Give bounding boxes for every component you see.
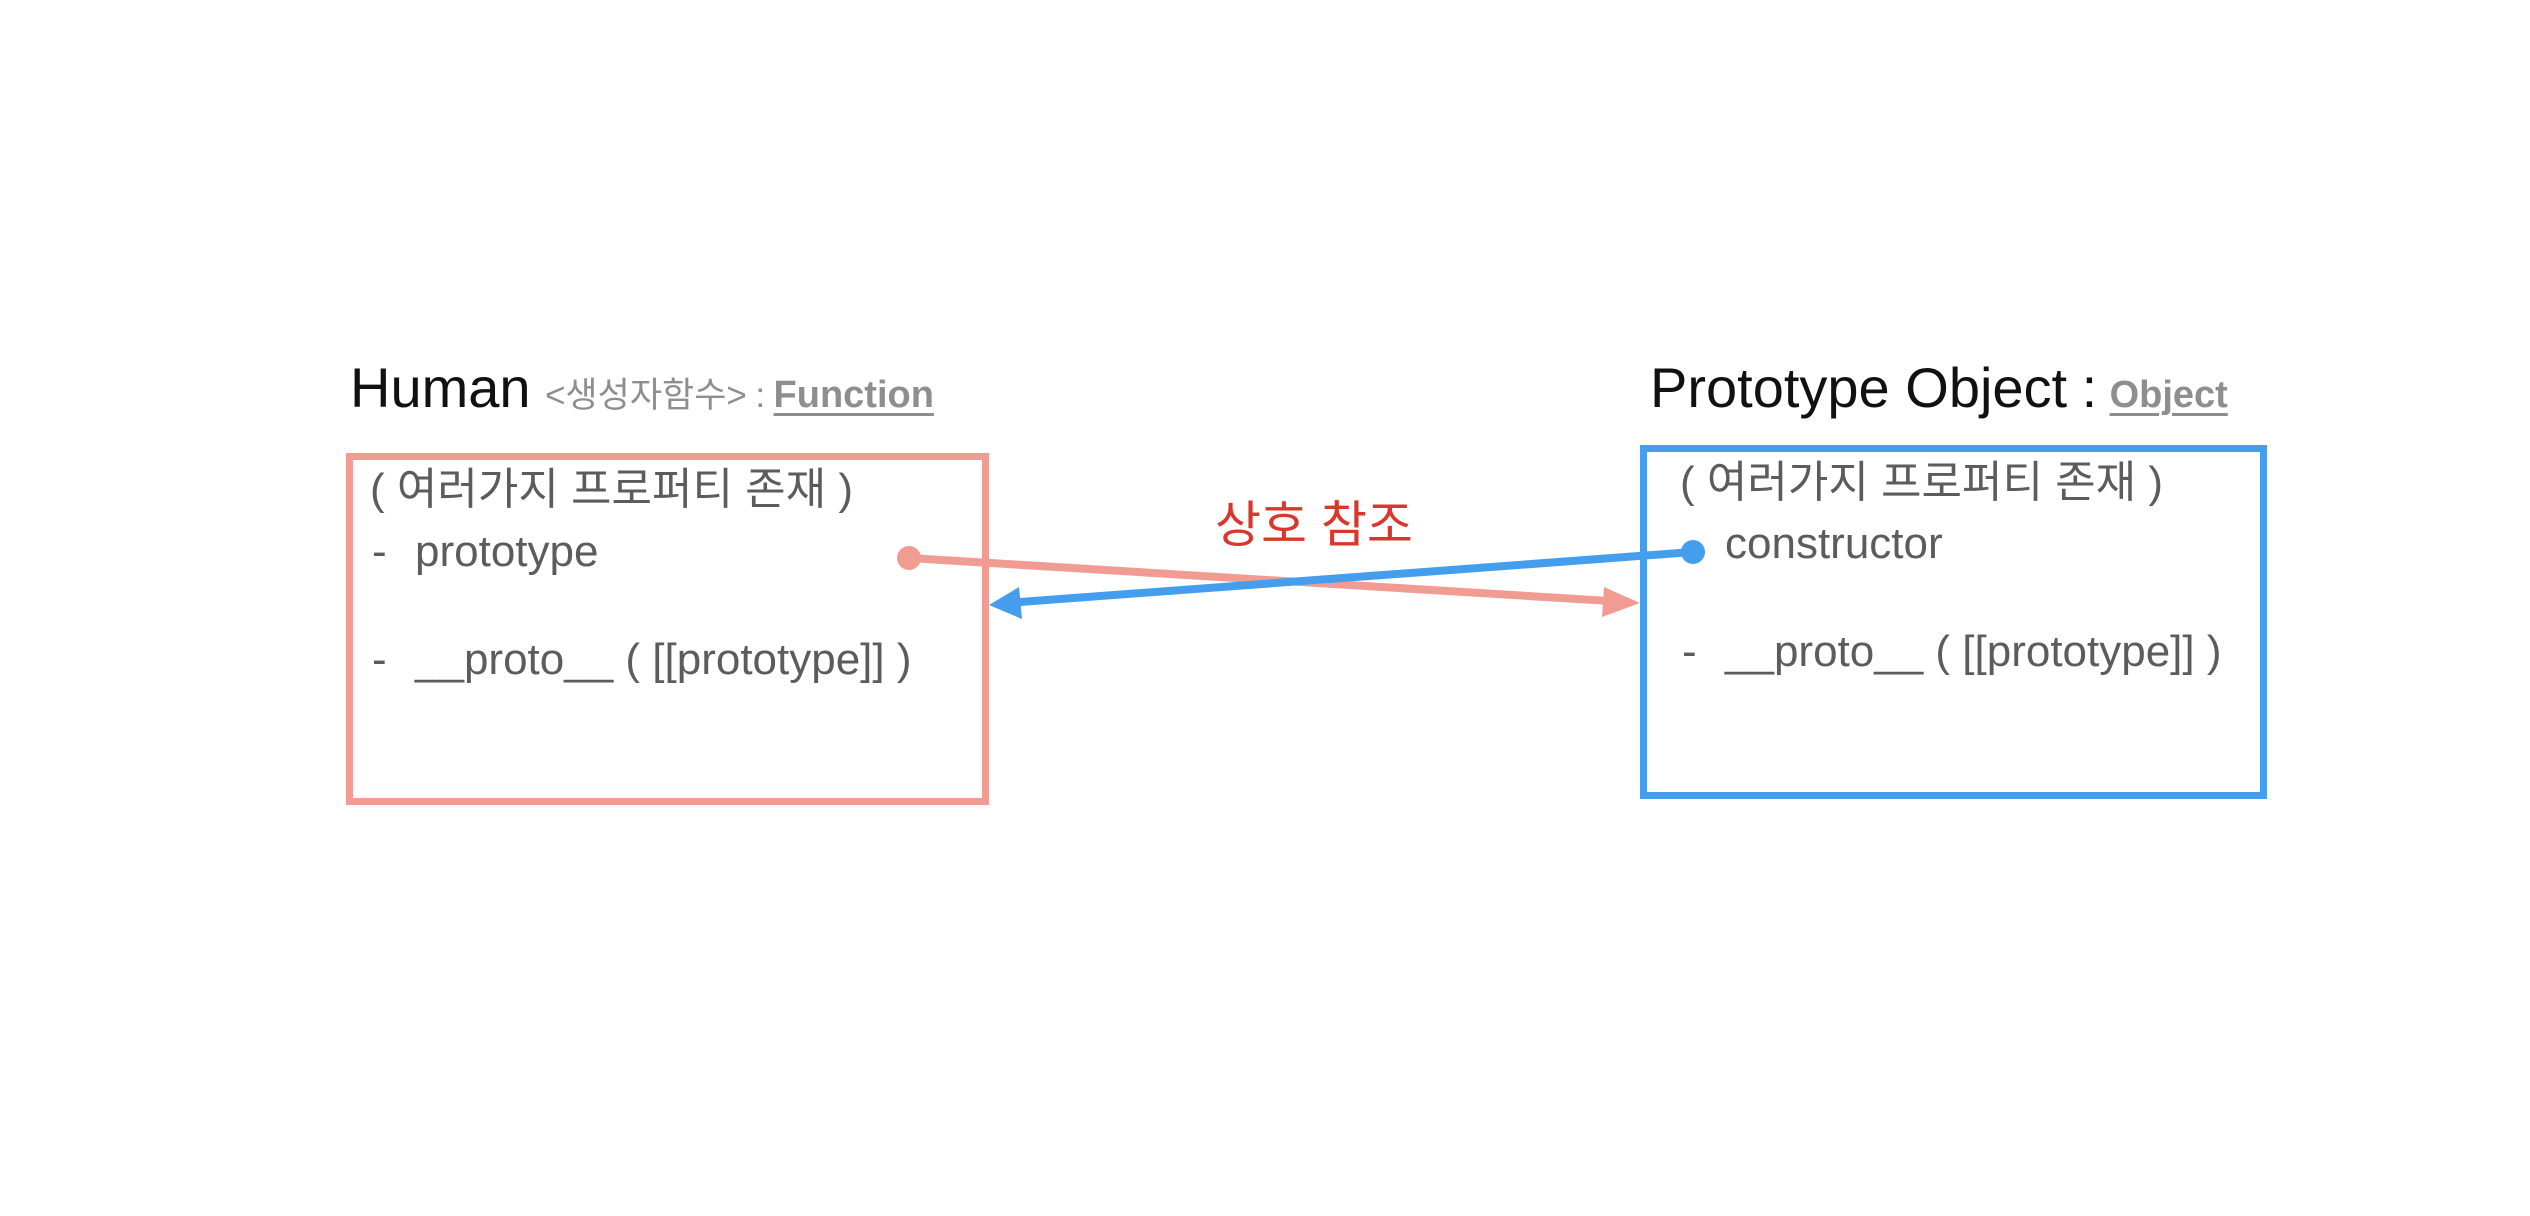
mutual-reference-label: 상호 참조 [1215, 497, 1413, 553]
prototype-arrowhead [1602, 587, 1640, 617]
prototype-anchor-dot [897, 546, 921, 570]
human-note: ( 여러가지 프로퍼티 존재 ) [370, 465, 854, 514]
human-prop1-dash: - [372, 527, 387, 576]
proto-prop2-dash: - [1682, 627, 1697, 676]
human-type: Function [773, 374, 934, 416]
human-prop-prototype: prototype [415, 527, 599, 576]
proto-type: Object [2109, 374, 2228, 416]
human-tag: <생성자함수> [544, 376, 747, 415]
constructor-to-human-arrow [989, 540, 1705, 619]
human-box [346, 453, 989, 805]
proto-separator: : [2081, 356, 2098, 419]
proto-prop-constructor: constructor [1725, 519, 1943, 568]
proto-note: ( 여러가지 프로퍼티 존재 ) [1680, 458, 2164, 507]
constructor-arrowhead [989, 587, 1022, 619]
proto-title: Prototype Object [1650, 356, 2068, 419]
proto-box [1640, 445, 2267, 799]
human-title: Human [350, 356, 531, 419]
human-prop-proto: __proto__ ( [[prototype]] ) [415, 635, 912, 684]
proto-prop-proto: __proto__ ( [[prototype]] ) [1725, 627, 2222, 676]
human-header: Human <생성자함수> : Function [350, 360, 934, 418]
constructor-anchor-dot [1681, 540, 1705, 564]
proto-header: Prototype Object : Object [1650, 360, 2228, 417]
prototype-to-object-arrow [897, 546, 1640, 617]
human-separator: : [755, 376, 766, 415]
human-prop2-dash: - [372, 635, 387, 684]
